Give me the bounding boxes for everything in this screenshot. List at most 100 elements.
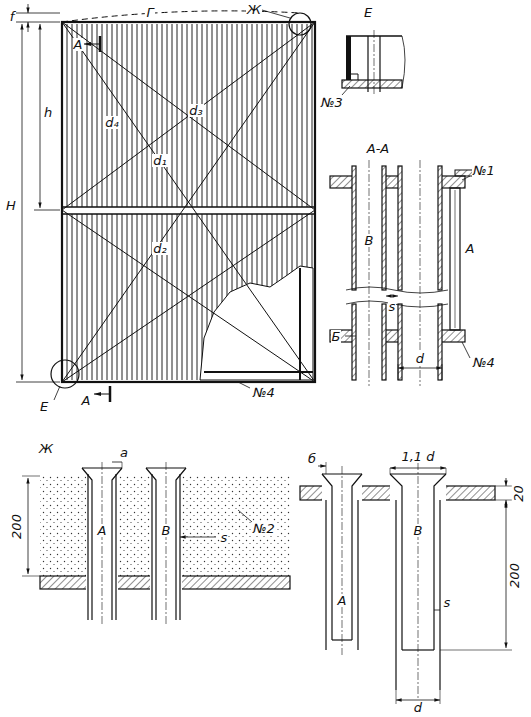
detail-e-stroke	[346, 36, 351, 80]
dimension: f	[9, 10, 16, 23]
section-a-a-stroke	[462, 342, 470, 358]
dimension: d	[415, 352, 425, 365]
section-mark: А	[73, 38, 84, 51]
detail-e-stroke	[367, 36, 368, 92]
detail-liner-stroke	[440, 690, 441, 704]
main-view-stroke	[299, 268, 301, 380]
section-a-a	[330, 160, 473, 386]
main-view	[16, 4, 315, 402]
main-view-stroke	[16, 382, 60, 383]
main-view-stroke	[54, 386, 60, 400]
part-label: Б	[331, 330, 342, 343]
detail-zh	[22, 462, 290, 624]
tube-label: В	[413, 524, 424, 537]
main-view-stroke	[62, 22, 315, 382]
tube-label: А	[465, 242, 476, 255]
section-a-a-stroke-stroke	[382, 304, 386, 380]
main-view-stroke	[16, 22, 60, 23]
detail-liner-stroke	[318, 466, 326, 467]
diagonal-label: d₃	[188, 104, 203, 117]
detail-liner-stroke	[446, 468, 447, 474]
section-a-a-stroke	[398, 368, 442, 369]
main-view-stroke	[200, 266, 313, 380]
detail-zh-stroke	[122, 462, 123, 468]
main-view-stroke	[238, 382, 250, 388]
detail-zh-stroke	[238, 510, 252, 522]
callout-number: №4	[472, 356, 496, 369]
main-view-stroke-stroke	[62, 22, 315, 382]
dimension: а	[119, 446, 129, 459]
detail-liner-stroke	[495, 500, 512, 501]
detail-e-stroke	[402, 36, 405, 88]
view-title: А-А	[366, 142, 390, 155]
detail-liner-stroke	[396, 690, 397, 704]
diagonal-label: d₁	[152, 154, 167, 167]
section-a-a-stroke	[455, 190, 456, 328]
section-a-a-stroke-stroke	[398, 166, 402, 290]
callout-number: №1	[472, 164, 496, 177]
section-a-a-stroke	[450, 188, 460, 330]
detail-e	[342, 30, 405, 96]
dimension: 20	[511, 484, 524, 503]
main-view-stroke	[51, 360, 79, 388]
detail-zh-stroke	[112, 462, 122, 463]
detail-e-stroke	[379, 36, 380, 92]
detail-mark: Ж	[246, 3, 262, 16]
detail-zh-stroke	[22, 476, 40, 477]
detail-liner-stroke	[506, 502, 507, 648]
tube-label: А	[337, 594, 348, 607]
section-a-a-stroke	[386, 296, 398, 297]
view-title: Е	[363, 6, 373, 19]
detail-zh-stroke	[28, 478, 29, 574]
detail-zh-stroke	[102, 462, 103, 624]
main-view-stroke	[16, 13, 60, 14]
section-a-a-stroke-stroke	[352, 166, 356, 290]
dimension: 200	[10, 513, 23, 540]
main-view-stroke	[62, 207, 315, 214]
section-a-a-stroke-stroke	[382, 166, 386, 290]
view-title: Ж	[38, 442, 54, 455]
section-a-a-stroke	[346, 287, 448, 293]
detail-e-stroke	[351, 74, 358, 80]
section-mark: А	[81, 394, 92, 407]
main-view-stroke	[204, 371, 313, 373]
detail-liner-stroke	[342, 466, 343, 655]
main-view-stroke	[28, 22, 29, 32]
contour-mark: Г	[145, 6, 154, 19]
main-view-stroke	[262, 10, 290, 18]
main-view-stroke-stroke	[62, 22, 315, 382]
main-view-stroke-stroke	[62, 22, 315, 210]
detail-zh-stroke	[180, 537, 216, 538]
detail-liner-stroke	[390, 468, 391, 474]
callout-number: №3	[320, 96, 344, 109]
dimension: H	[5, 199, 17, 212]
dimension: s	[388, 300, 397, 313]
section-a-a-stroke	[345, 336, 356, 337]
detail-liner	[300, 462, 512, 704]
section-a-a-stroke	[442, 364, 443, 380]
tube-label: В	[364, 234, 375, 247]
dimension: h	[43, 106, 53, 119]
section-a-a-stroke	[398, 364, 399, 380]
main-view-stroke-stroke	[62, 210, 315, 382]
detail-liner-stroke	[506, 478, 507, 486]
dimension: 200	[508, 562, 521, 589]
detail-zh-stroke	[82, 468, 186, 620]
detail-zh-stroke	[22, 576, 40, 577]
detail-liner-stroke	[434, 610, 440, 611]
dimension: б	[307, 452, 317, 465]
detail-liner-stroke	[390, 468, 446, 469]
detail-e-stroke	[342, 86, 350, 95]
section-a-a-stroke	[352, 166, 442, 380]
detail-liner-stroke	[418, 462, 419, 698]
dimension: s	[220, 531, 229, 544]
section-a-a-stroke-stroke	[438, 166, 442, 290]
section-a-a-stroke	[462, 176, 470, 180]
main-view-stroke	[34, 210, 60, 211]
callout-number: №2	[252, 522, 276, 535]
detail-liner-stroke	[495, 486, 512, 487]
main-view-stroke	[84, 44, 100, 45]
main-view-stroke	[62, 22, 315, 382]
section-a-a-stroke	[455, 170, 473, 176]
